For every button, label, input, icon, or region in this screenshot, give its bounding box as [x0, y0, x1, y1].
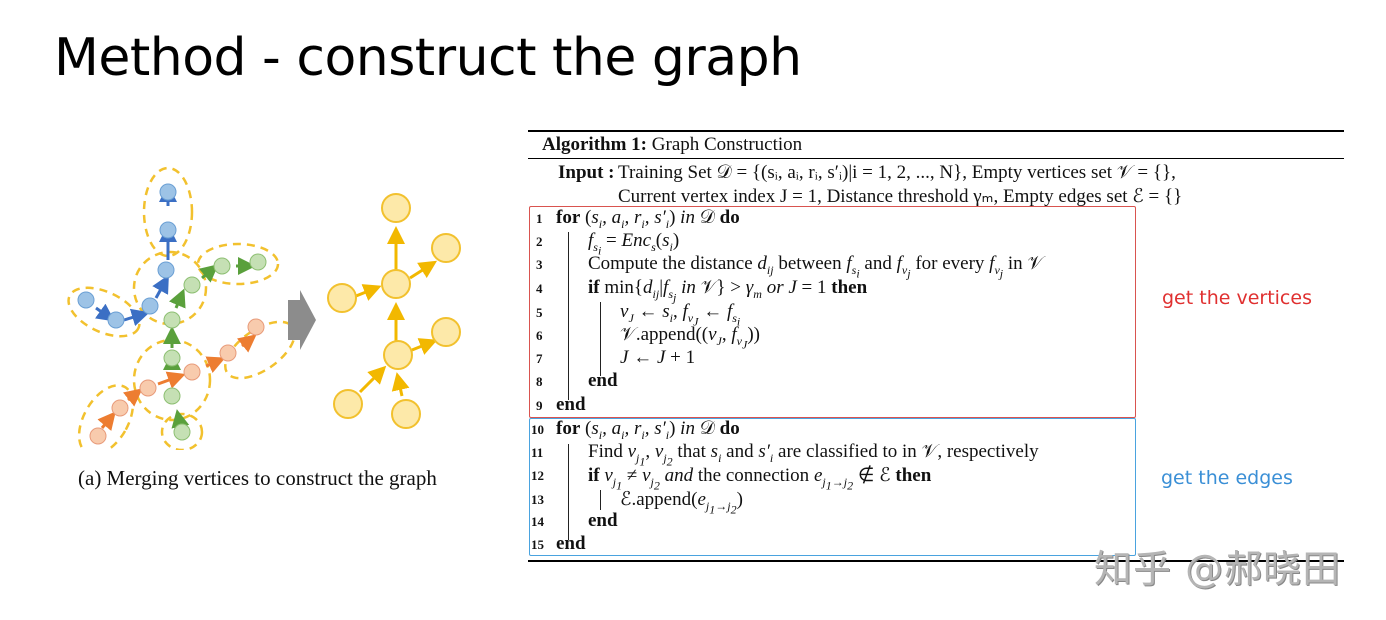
- algo-line-9: 9 end: [528, 394, 1128, 417]
- algo-line-12: 12 if vj1 ≠ vj2 and the connection ej1→j…: [528, 464, 1128, 492]
- line-code: for (si, ai, ri, s′i) in 𝒟 do: [556, 418, 740, 442]
- input-line-2: Current vertex index J = 1, Distance thr…: [618, 186, 1183, 207]
- algo-line-8: 8 end: [528, 370, 1128, 393]
- edges-box: [529, 418, 1136, 556]
- line-code: if vj1 ≠ vj2 and the connection ej1→j2 ∉…: [588, 465, 932, 493]
- input-label: Input :: [558, 162, 615, 183]
- line-code: ℰ.append(ej1→j2): [620, 489, 743, 517]
- line-number: 12: [531, 468, 544, 483]
- line-code: Find vj1, vj2 that si and s′i are classi…: [588, 441, 1039, 469]
- merging-vertices-diagram: [67, 166, 461, 456]
- algo-line-1: 1 for (si, ai, ri, s′i) in 𝒟 do: [528, 207, 1128, 231]
- algorithm-header: Algorithm 1: Graph Construction: [542, 134, 802, 156]
- algo-line-7: 7 J ← J + 1: [528, 347, 1128, 370]
- line-code: Compute the distance dij between fsi and…: [588, 253, 1044, 281]
- bottom-rule: [528, 560, 1344, 562]
- green-states: [163, 253, 267, 441]
- algorithm-title: Graph Construction: [651, 134, 803, 155]
- line-number: 11: [531, 445, 544, 460]
- line-number: 9: [536, 398, 543, 413]
- loop-1-bar: [568, 232, 569, 400]
- algorithm-label: Algorithm 1:: [542, 134, 648, 155]
- loop-2-bar: [568, 444, 569, 540]
- line-code: 𝒱.append((vJ, fvJ)): [620, 324, 760, 352]
- line-number: 3: [536, 257, 543, 272]
- line-number: 15: [531, 537, 544, 552]
- line-code: end: [556, 394, 586, 415]
- line-code: end: [588, 370, 618, 391]
- algo-line-15: 15 end: [528, 533, 1128, 556]
- algo-line-14: 14 end: [528, 510, 1128, 533]
- figure-caption: (a) Merging vertices to construct the gr…: [78, 466, 437, 490]
- algo-line-5: 5 vJ ← si, fvJ ← fsi: [528, 301, 1128, 328]
- line-number: 5: [536, 305, 543, 320]
- slide-title: Method - construct the graph: [54, 28, 802, 88]
- orange-states: [89, 318, 265, 445]
- line-code: vJ ← si, fvJ ← fsi: [620, 301, 741, 329]
- if-1-bar: [600, 302, 601, 376]
- line-code: J ← J + 1: [620, 347, 696, 368]
- algo-line-11: 11 Find vj1, vj2 that si and s′i are cla…: [528, 441, 1128, 468]
- input-line-1: Training Set 𝒟 = {(sᵢ, aᵢ, rᵢ, s′ᵢ)|i = …: [618, 162, 1176, 183]
- header-rule: [528, 158, 1344, 159]
- algo-line-3: 3 Compute the distance dij between fsi a…: [528, 253, 1128, 280]
- if-2-bar: [600, 490, 601, 510]
- line-number: 8: [536, 374, 543, 389]
- merged-vertices: [327, 193, 461, 429]
- vertices-box: [529, 206, 1136, 418]
- line-number: 6: [536, 328, 543, 343]
- line-number: 14: [531, 514, 544, 529]
- edges-annotation: get the edges: [1161, 467, 1293, 489]
- line-number: 10: [531, 422, 544, 437]
- line-number: 1: [536, 211, 543, 226]
- algo-line-4: 4 if min{dij|fsj in 𝒱} > γm or J = 1 the…: [528, 277, 1128, 304]
- line-number: 7: [536, 351, 543, 366]
- graph-figure: [60, 160, 480, 456]
- vertices-annotation: get the vertices: [1162, 287, 1312, 309]
- line-code: end: [588, 510, 618, 531]
- algo-line-2: 2 fsi = Encs(si): [528, 230, 1128, 257]
- top-rule: [528, 130, 1344, 132]
- line-code: for (si, ai, ri, s′i) in 𝒟 do: [556, 207, 740, 231]
- line-code: if min{dij|fsj in 𝒱} > γm or J = 1 then: [588, 277, 868, 305]
- algo-line-6: 6 𝒱.append((vJ, fvJ)): [528, 324, 1128, 351]
- line-code: end: [556, 533, 586, 554]
- algo-line-10: 10 for (si, ai, ri, s′i) in 𝒟 do: [528, 418, 1128, 442]
- line-number: 4: [536, 281, 543, 296]
- line-number: 2: [536, 234, 543, 249]
- line-number: 13: [531, 492, 544, 507]
- result-edges: [355, 226, 438, 397]
- watermark: 知乎 @郝晓田: [1094, 547, 1342, 591]
- blue-states: [77, 183, 177, 329]
- line-code: fsi = Encs(si): [588, 230, 680, 258]
- right-arrow-icon: [288, 290, 316, 350]
- algo-line-13: 13 ℰ.append(ej1→j2): [528, 488, 1128, 516]
